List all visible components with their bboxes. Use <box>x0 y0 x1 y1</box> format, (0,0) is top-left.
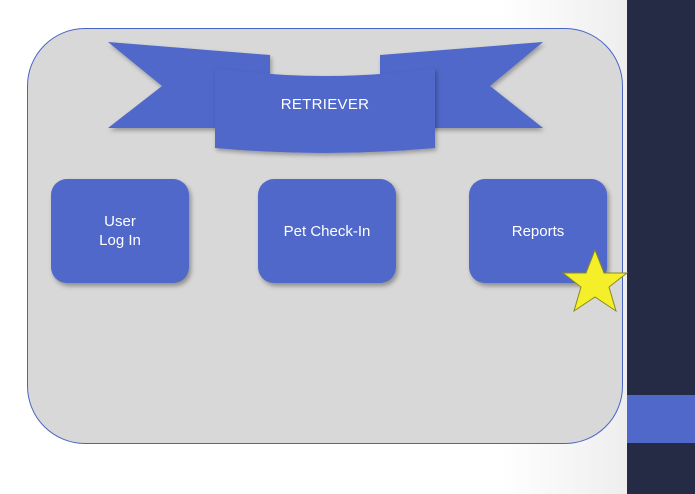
reports-label: Reports <box>511 222 565 240</box>
sidebar-accent-bar <box>627 395 695 443</box>
user-login-line1: User <box>104 213 136 230</box>
app-title: RETRIEVER <box>280 96 370 113</box>
pet-checkin-label: Pet Check-In <box>283 222 371 240</box>
user-login-button[interactable]: User Log In <box>51 179 189 283</box>
user-login-line2: Log In <box>99 232 141 249</box>
reports-button[interactable]: Reports <box>469 179 607 283</box>
pet-checkin-button[interactable]: Pet Check-In <box>258 179 396 283</box>
